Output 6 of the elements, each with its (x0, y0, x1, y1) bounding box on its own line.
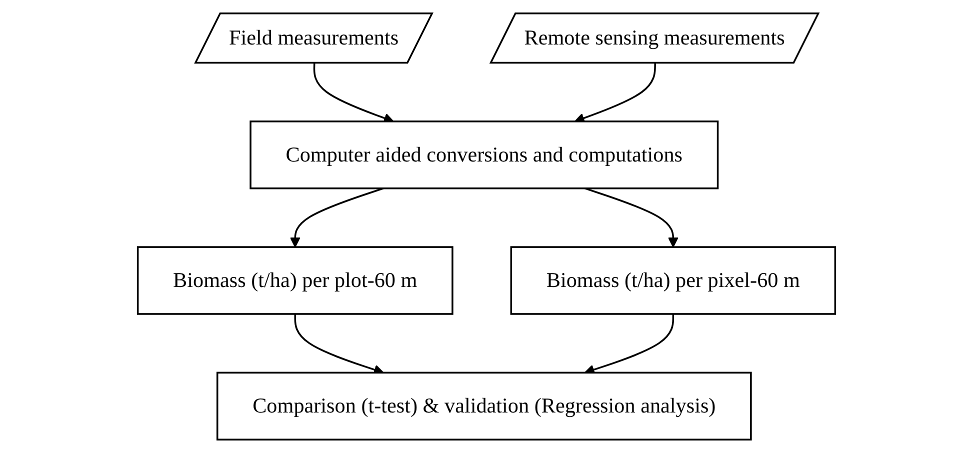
arrow (584, 188, 678, 248)
node-box: Computer aided conversions and computations (250, 120, 719, 190)
node-box: Biomass (t/ha) per pixel-60 m (510, 246, 836, 315)
node-box: Biomass (t/ha) per plot-60 m (136, 246, 454, 315)
node-box: Comparison (t-test) & validation (Regression analysis) (216, 372, 752, 440)
arrow (290, 188, 384, 248)
